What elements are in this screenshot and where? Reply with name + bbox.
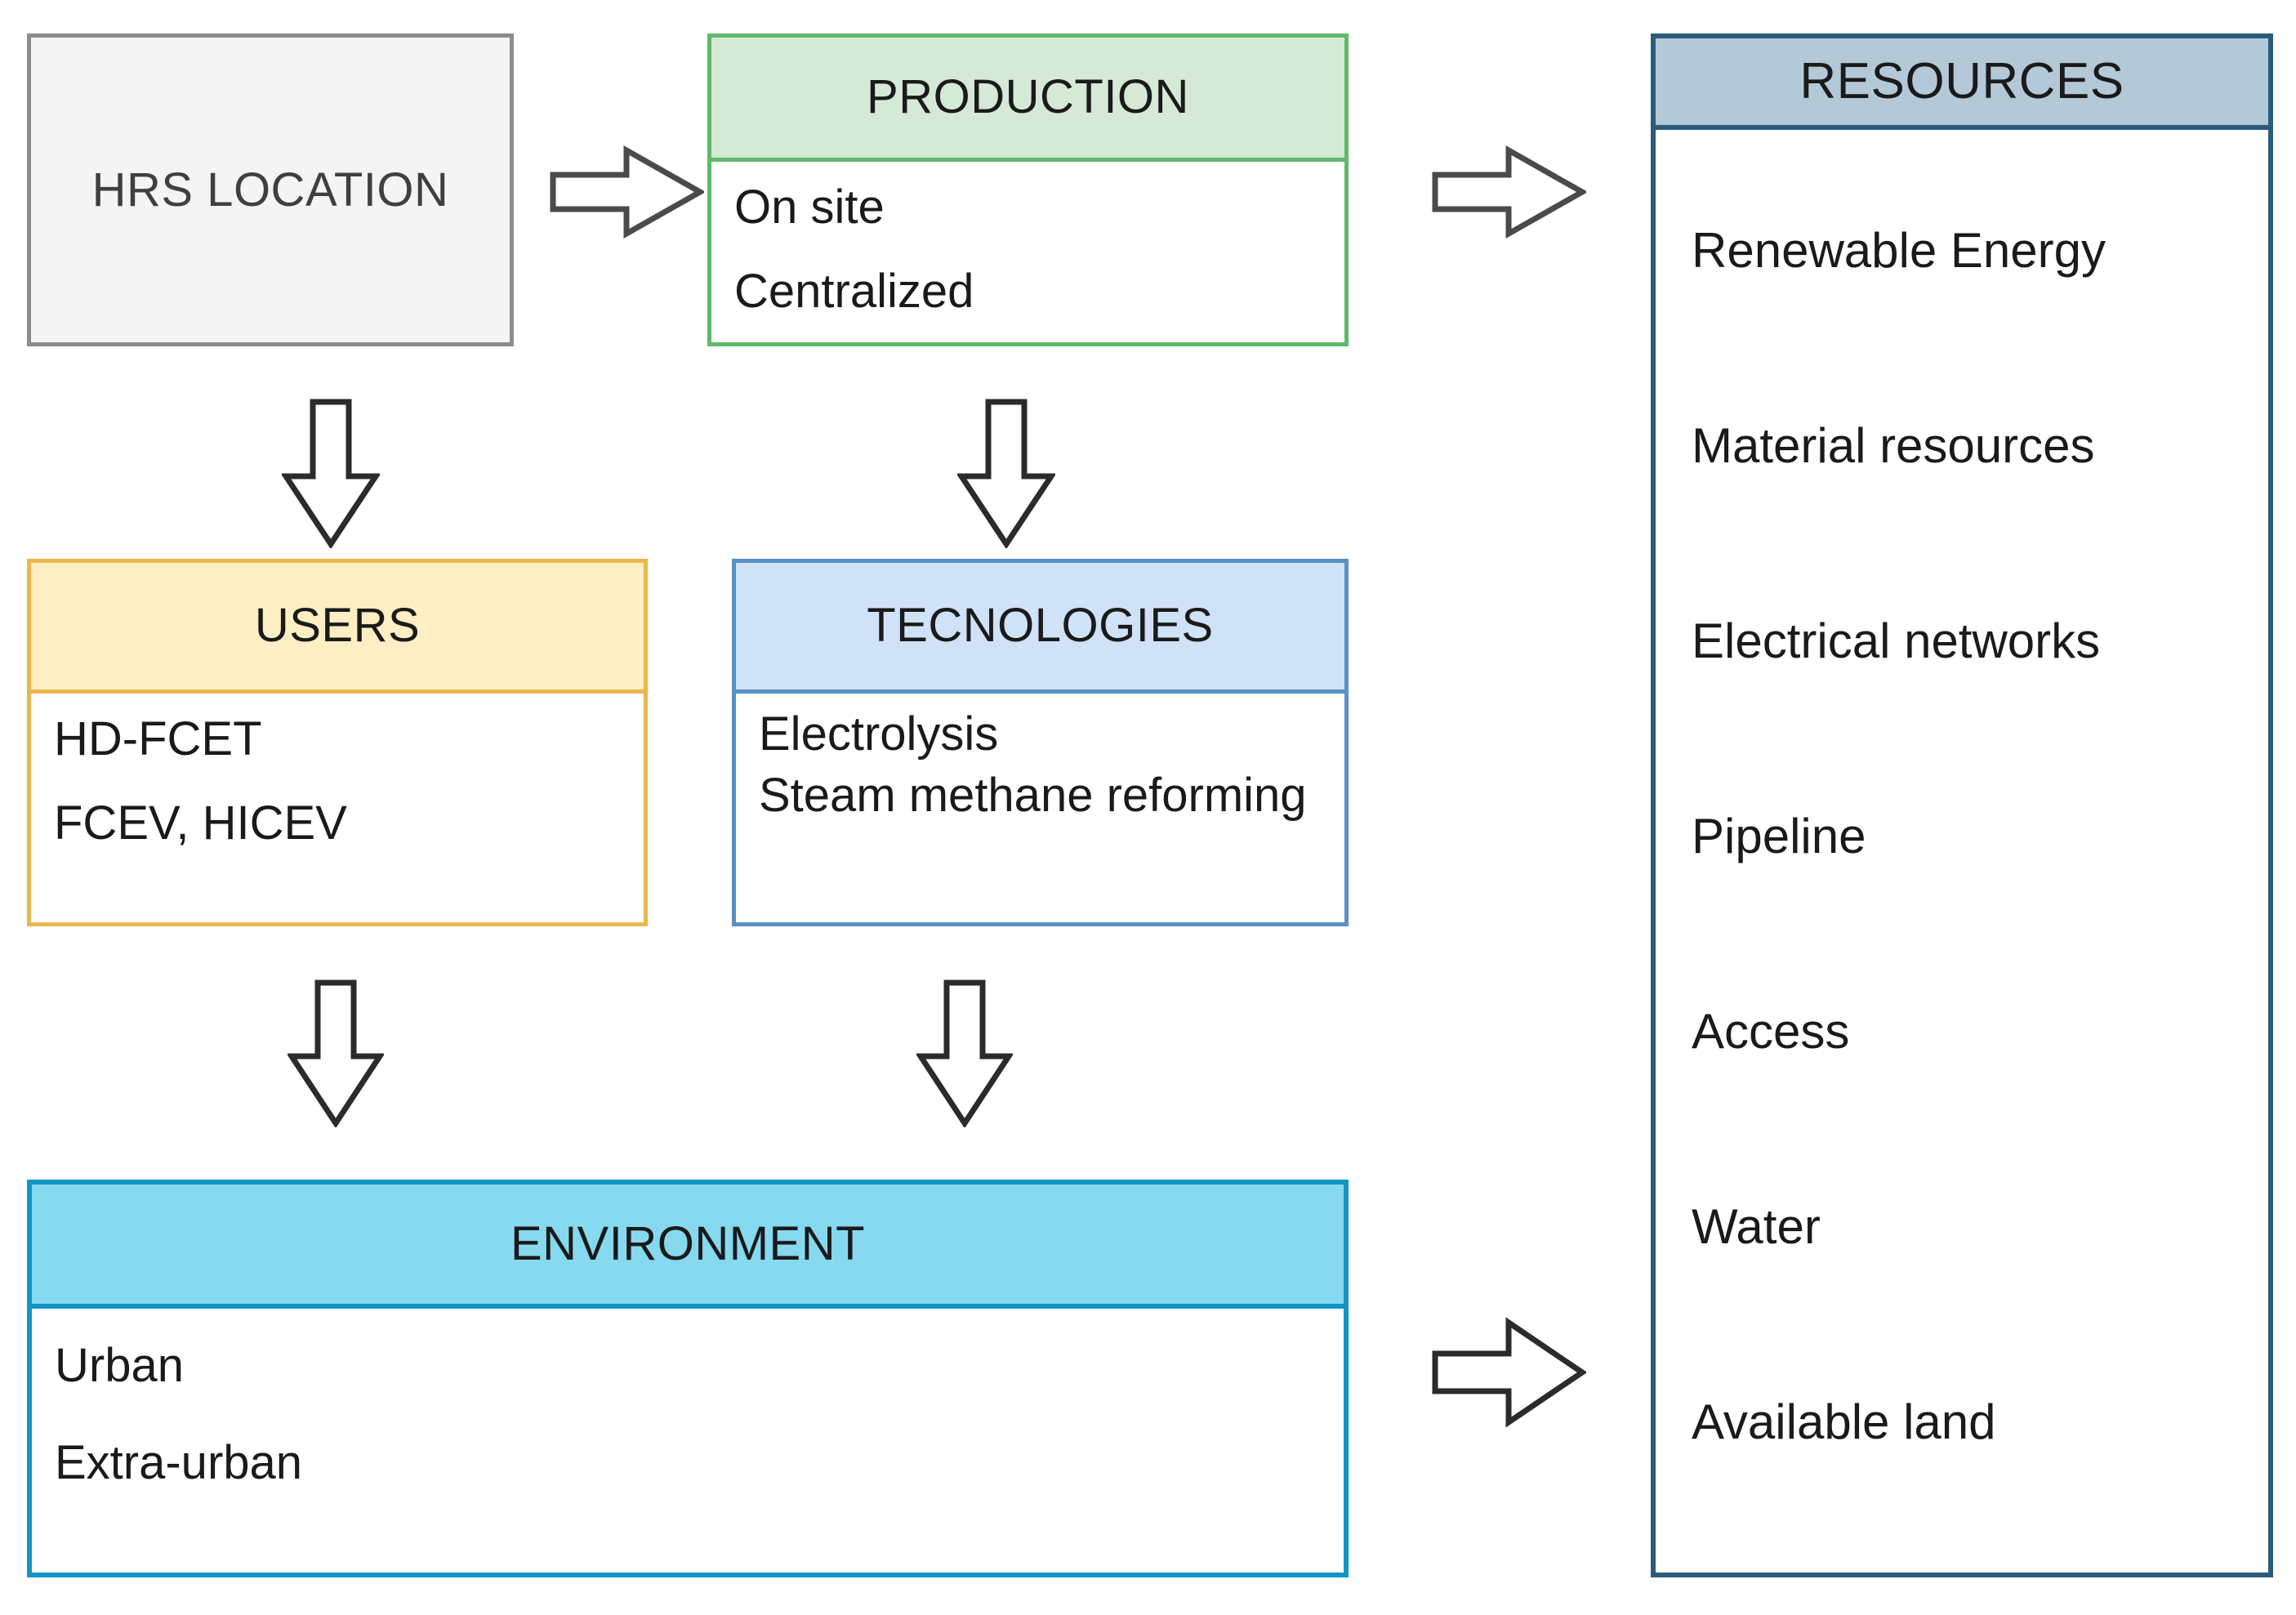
production-item: On site bbox=[734, 181, 885, 234]
arrow-down-icon-production-to-tecnologies bbox=[957, 398, 1055, 548]
arrow-right-icon-hrs-to-production bbox=[549, 145, 704, 239]
production-header: PRODUCTION bbox=[711, 38, 1344, 162]
arrow-down-icon-hrs-to-users bbox=[282, 398, 380, 548]
environment-item: Urban bbox=[55, 1339, 184, 1392]
environment-header: ENVIRONMENT bbox=[32, 1184, 1344, 1309]
node-tecnologies: TECNOLOGIES Electrolysis Steam methane r… bbox=[732, 559, 1349, 926]
environment-item: Extra-urban bbox=[55, 1436, 303, 1490]
node-users: USERS HD-FCET FCEV, HICEV bbox=[27, 559, 648, 926]
node-hrs-location: HRS LOCATION bbox=[27, 33, 514, 346]
users-item: HD-FCET bbox=[54, 712, 262, 765]
users-body: HD-FCET FCEV, HICEV bbox=[31, 694, 644, 847]
node-production: PRODUCTION On site Centralized bbox=[707, 33, 1349, 346]
tecnologies-body: Electrolysis Steam methane reforming bbox=[736, 694, 1344, 819]
users-item: FCEV, HICEV bbox=[54, 796, 347, 850]
resources-list: Renewable Energy Material resources Elec… bbox=[1656, 130, 2268, 1447]
users-header: USERS bbox=[31, 563, 644, 694]
environment-body: Urban Extra-urban bbox=[32, 1309, 1344, 1487]
node-environment: ENVIRONMENT Urban Extra-urban bbox=[27, 1180, 1349, 1577]
tecnologies-item: Electrolysis bbox=[759, 707, 999, 761]
resources-header: RESOURCES bbox=[1656, 38, 2268, 130]
arrow-down-icon-tecnologies-to-environment bbox=[916, 979, 1013, 1127]
tecnologies-item: Steam methane reforming bbox=[759, 769, 1307, 823]
hrs-location-label: HRS LOCATION bbox=[91, 163, 449, 216]
resources-item: Material resources bbox=[1692, 418, 2095, 473]
arrow-down-icon-users-to-environment bbox=[288, 979, 384, 1127]
production-body: On site Centralized bbox=[711, 162, 1344, 315]
arrow-right-icon-environment-to-resources bbox=[1431, 1317, 1586, 1428]
node-resources: RESOURCES Renewable Energy Material reso… bbox=[1651, 33, 2273, 1577]
resources-item: Renewable Energy bbox=[1692, 223, 2106, 278]
arrow-right-icon-production-to-resources bbox=[1431, 145, 1586, 239]
production-item: Centralized bbox=[734, 265, 974, 319]
resources-item: Available land bbox=[1692, 1394, 1996, 1449]
tecnologies-header: TECNOLOGIES bbox=[736, 563, 1344, 694]
resources-item: Electrical networks bbox=[1692, 613, 2101, 668]
resources-item: Water bbox=[1692, 1199, 1821, 1254]
resources-item: Access bbox=[1692, 1004, 1850, 1059]
resources-item: Pipeline bbox=[1692, 809, 1866, 863]
